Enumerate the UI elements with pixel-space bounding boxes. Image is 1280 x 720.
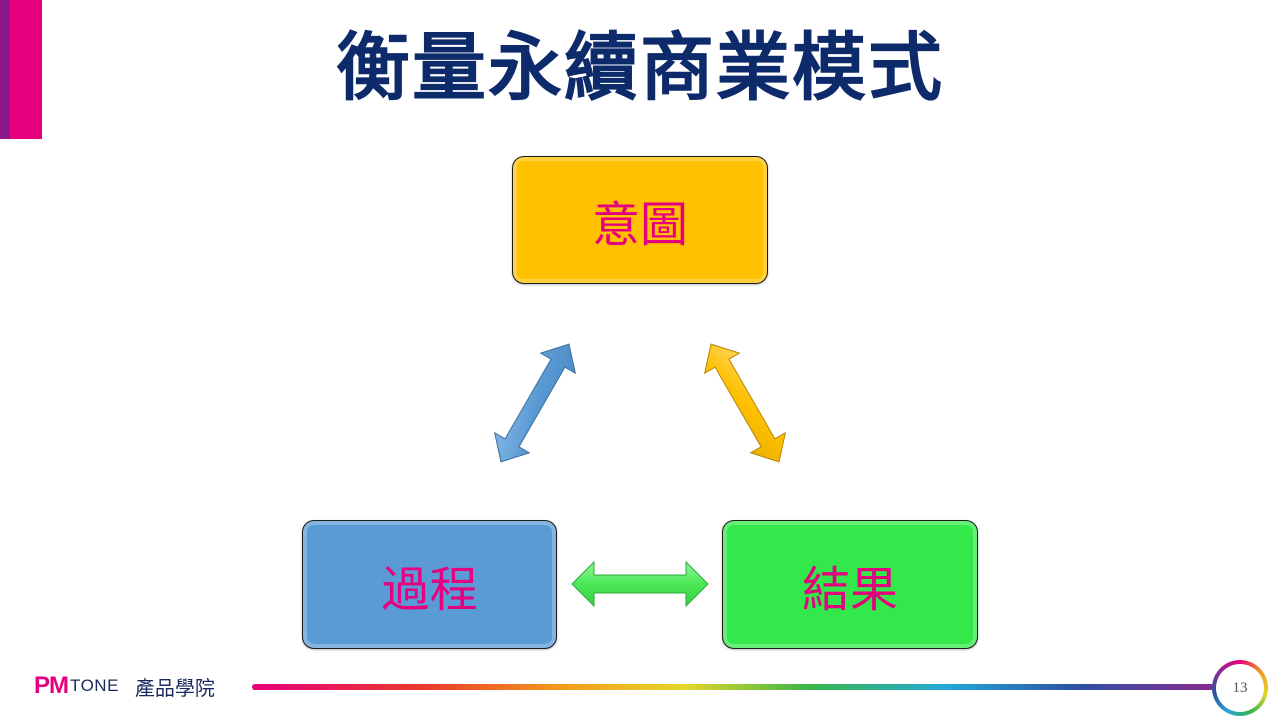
box-process: 過程	[302, 520, 557, 649]
accent-bar	[0, 0, 42, 139]
box-process-label: 過程	[381, 561, 478, 618]
logo-tone: TONE	[70, 676, 119, 695]
page-number: 13	[1232, 679, 1248, 696]
footer-rainbow-line	[252, 684, 1214, 690]
box-intent: 意圖	[512, 156, 768, 284]
arrow-process-intent	[493, 343, 577, 463]
box-intent-label: 意圖	[591, 197, 688, 253]
footer-logo: PM TONE 產品學院	[34, 671, 215, 701]
logo-academy: 產品學院	[134, 675, 215, 700]
box-result-label: 結果	[801, 561, 898, 618]
arrow-intent-result	[703, 343, 787, 463]
arrow-process-result	[571, 560, 709, 608]
slide-title: 衡量永續商業模式	[336, 25, 944, 111]
page-number-badge: 13	[1212, 660, 1268, 716]
logo-pm: PM	[34, 672, 69, 699]
box-result: 結果	[722, 520, 978, 649]
